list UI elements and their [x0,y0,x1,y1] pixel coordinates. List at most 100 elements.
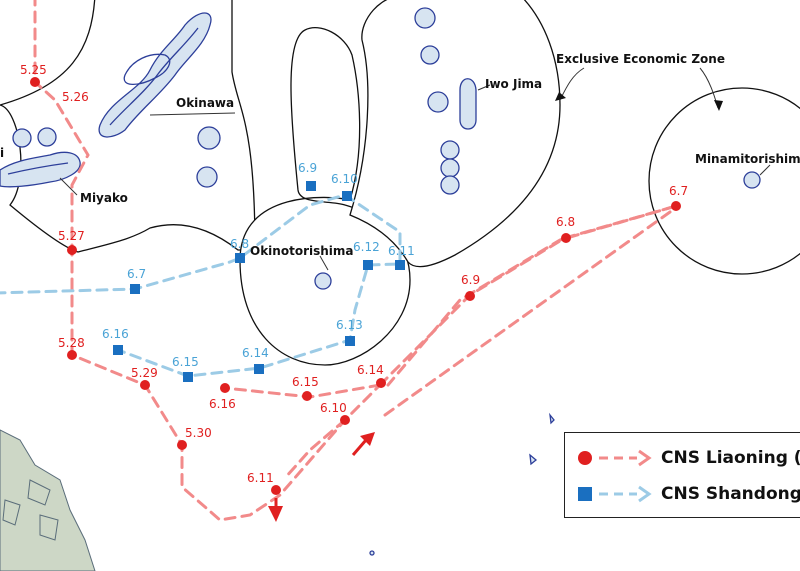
shandong-point-6-14 [254,364,264,374]
mainland-shore [0,429,96,571]
islet-h [440,140,460,160]
legend: CNS Liaoning ( CNS Shandong [564,432,800,518]
speck-3 [369,550,375,556]
legend-shandong-label: CNS Shandong [661,484,800,504]
iwojima-leader [477,84,491,91]
liaoning-date-6-8: 6.8 [556,215,575,229]
miyako-leader [59,177,78,196]
shandong-point-6-11 [395,260,405,270]
place-label-miyako: Miyako [80,191,128,205]
legend-liaoning-swatch [578,449,652,467]
islet-g [427,91,449,113]
liaoning-date-5-26: 5.26 [62,90,89,104]
liaoning-route-dip [283,418,347,480]
eez-arrowhead-1 [555,92,566,101]
islet-j [440,175,460,195]
shandong-date-6-12: 6.12 [353,240,380,254]
liaoning-point-6-9 [465,291,475,301]
shandong-route [0,193,402,378]
speck-1 [529,453,538,466]
miyako-island-inner [7,162,69,175]
liaoning-date-labels: 5.25 5.26 5.27 5.28 5.29 5.30 6.11 6.10 … [20,63,688,485]
liaoning-point-5-27 [67,245,77,255]
northern-islet-ring [123,53,171,86]
shandong-point-6-12 [363,260,373,270]
eez-minamitori-zone [648,87,800,275]
shandong-date-labels: 6.7 6.8 6.9 6.10 6.12 6.11 6.13 6.14 6.1… [102,161,415,369]
okinawa-island-inner [109,27,199,126]
eez-leader-1 [559,67,585,101]
legend-shandong-arrow [638,485,652,503]
liaoning-date-5-29: 5.29 [131,366,158,380]
liaoning-markers [30,77,681,495]
shore-islet-2 [39,514,59,541]
liaoning-date-6-7: 6.7 [669,184,688,198]
liaoning-date-5-27: 5.27 [58,229,85,243]
shandong-route-path [0,193,402,378]
liaoning-arrow-2 [360,432,375,446]
shore-islet-1 [27,479,51,506]
eez-zones [0,0,800,366]
shandong-point-6-13 [345,336,355,346]
minamitori-leader [759,164,771,176]
liaoning-point-6-7 [671,201,681,211]
liaoning-date-6-14: 6.14 [357,363,384,377]
eez-label: Exclusive Economic Zone [556,52,725,66]
shandong-point-6-8 [235,253,245,263]
liaoning-arrow-1 [268,506,283,522]
liaoning-point-6-14 [376,378,386,388]
eez-okinotori-zone [239,26,411,366]
legend-shandong-swatch [578,485,652,503]
islet-b [37,127,57,147]
liaoning-point-6-11 [271,485,281,495]
liaoning-date-6-9: 6.9 [461,273,480,287]
place-label-okinawa: Okinawa [176,96,234,110]
shandong-point-6-7 [130,284,140,294]
place-labels: Okinawa Miyako Iwo Jima Okinotorishima M… [0,52,800,258]
liaoning-route-spur [386,204,678,387]
liaoning-point-6-10 [340,415,350,425]
shandong-date-6-8: 6.8 [230,237,249,251]
islet-d [196,166,218,188]
legend-liaoning-arrow [638,449,652,467]
liaoning-date-5-28: 5.28 [58,336,85,350]
place-label-minamitorishima: Minamitorishima [695,152,800,166]
legend-row-liaoning: CNS Liaoning ( [575,443,800,473]
liaoning-date-6-16: 6.16 [209,397,236,411]
liaoning-point-5-28 [67,350,77,360]
okinawa-island [98,12,212,138]
islet-f [420,45,440,65]
place-label-okinotorishima: Okinotorishima [250,244,354,258]
legend-shandong-marker [578,487,592,501]
place-label-edge-fragment: i [0,146,4,160]
leaders [59,67,771,271]
liaoning-point-6-15 [302,391,312,401]
shandong-date-6-16: 6.16 [102,327,129,341]
liaoning-route-east-2 [383,210,672,417]
shandong-date-6-9: 6.9 [298,161,317,175]
liaoning-date-5-25: 5.25 [20,63,47,77]
liaoning-date-6-11: 6.11 [247,471,274,485]
shandong-date-6-7: 6.7 [127,267,146,281]
shandong-markers [113,181,405,382]
iwojima-island [459,78,477,130]
direction-arrows [268,432,375,522]
legend-row-shandong: CNS Shandong [575,479,800,509]
liaoning-point-5-25 [30,77,40,87]
islet-i [440,158,460,178]
shandong-point-6-9 [306,181,316,191]
okinawa-leader [149,112,236,116]
liaoning-point-5-30 [177,440,187,450]
shore-islet-3 [2,499,21,526]
islands [0,7,761,571]
minamitorishima-islet [743,171,761,189]
shandong-point-6-15 [183,372,193,382]
legend-liaoning-label: CNS Liaoning ( [661,448,800,468]
legend-liaoning-marker [578,451,592,465]
liaoning-date-6-10: 6.10 [320,401,347,415]
shandong-date-6-15: 6.15 [172,355,199,369]
shandong-point-6-16 [113,345,123,355]
eez-iwojima-zone [349,0,561,268]
islet-c [197,126,221,150]
